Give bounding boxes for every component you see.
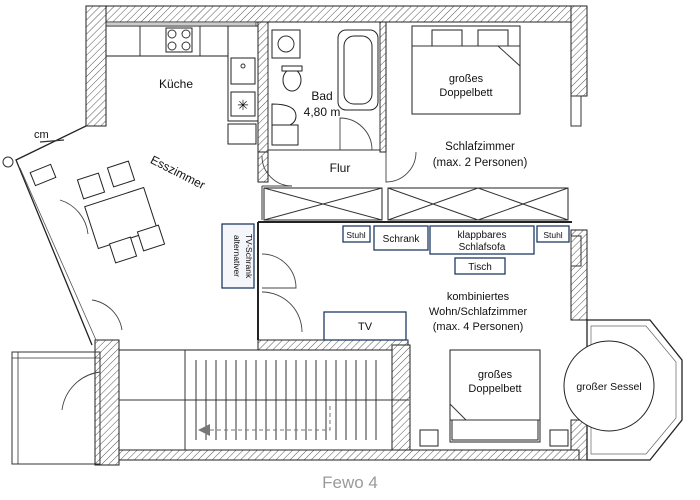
outer-walls bbox=[85, 5, 588, 466]
balcony bbox=[11, 351, 101, 465]
living-west-wall bbox=[221, 222, 303, 340]
alternative-tv-cabinet bbox=[221, 223, 255, 289]
sink-icon bbox=[230, 57, 256, 85]
bed-bottom-label-2: Doppelbett bbox=[468, 383, 521, 395]
chair-left-label: Stuhl bbox=[346, 230, 365, 240]
armchair-label: großer Sessel bbox=[576, 381, 641, 393]
bed-top-label-1: großes bbox=[449, 73, 484, 85]
hallway bbox=[257, 151, 417, 221]
washing-machine-icon bbox=[271, 29, 301, 59]
sofa-bed bbox=[429, 225, 535, 255]
washbasin-icon bbox=[271, 103, 297, 129]
svg-text:✳: ✳ bbox=[237, 97, 249, 113]
tv-cabinet-label-2: TV-Schrank bbox=[244, 234, 254, 279]
wardrobe-box bbox=[373, 225, 429, 251]
room-cap-schlafzimmer: (max. 2 Personen) bbox=[433, 157, 528, 169]
room-label-kombi-2: Wohn/Schlafzimmer bbox=[429, 306, 528, 318]
tv-label: TV bbox=[358, 321, 373, 333]
sofa-label-2: Schlafsofa bbox=[459, 242, 506, 253]
toilet-icon bbox=[282, 68, 302, 92]
bedroom-top bbox=[387, 25, 569, 221]
wardrobe-label: Schrank bbox=[383, 234, 421, 245]
stove-icon bbox=[165, 27, 193, 53]
room-label-esszimmer: Esszimmer bbox=[148, 153, 207, 192]
room-label-flur: Flur bbox=[330, 161, 351, 175]
room-label-kombi-1: kombiniertes bbox=[447, 291, 510, 303]
tv-cabinet-label-1: alternativer bbox=[232, 235, 242, 277]
sofa-label-1: klappbares bbox=[458, 230, 507, 241]
staircase bbox=[118, 344, 411, 451]
room-label-kombi-3: (max. 4 Personen) bbox=[433, 321, 523, 333]
wardrobe-top bbox=[387, 187, 569, 221]
bathroom bbox=[267, 24, 381, 151]
fridge-icon bbox=[230, 91, 256, 117]
room-size-bad: 4,80 m bbox=[304, 105, 341, 119]
dining-area bbox=[2, 125, 166, 346]
kitchen: ✳ bbox=[105, 25, 259, 145]
chair-left bbox=[342, 225, 371, 243]
room-label-bad: Bad bbox=[311, 89, 332, 103]
dimension-label-cm: cm bbox=[34, 129, 49, 141]
heater-icon bbox=[2, 156, 14, 168]
chair-right-label: Stuhl bbox=[543, 230, 562, 240]
tv bbox=[323, 311, 407, 341]
bed-top-label-2: Doppelbett bbox=[439, 87, 492, 99]
bed-bottom-label-1: großes bbox=[478, 369, 513, 381]
armchair bbox=[563, 340, 655, 432]
table-label: Tisch bbox=[468, 262, 492, 273]
plan-title: Fewo 4 bbox=[322, 473, 378, 492]
chair-right bbox=[536, 225, 570, 243]
table bbox=[454, 257, 506, 275]
room-label-schlafzimmer: Schlafzimmer bbox=[445, 141, 515, 153]
living-room bbox=[323, 225, 683, 461]
room-label-kueche: Küche bbox=[159, 77, 193, 91]
